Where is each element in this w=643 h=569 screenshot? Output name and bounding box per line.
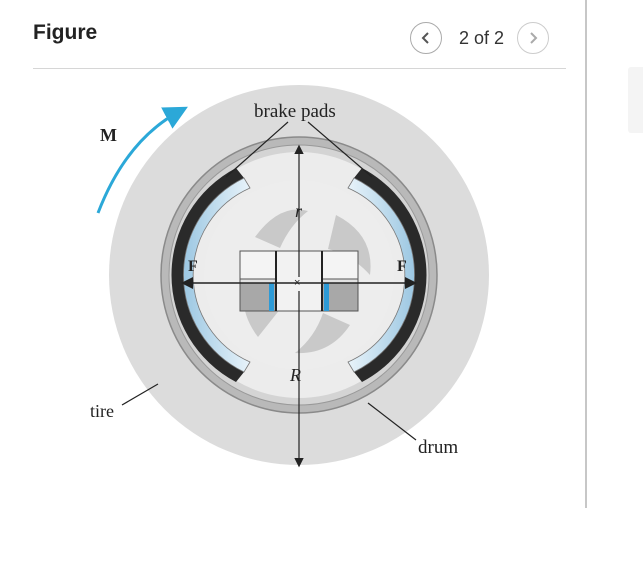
brake-pads-label: brake pads: [254, 101, 336, 122]
tire-leader: [121, 383, 159, 406]
center-mark: ×: [294, 277, 300, 289]
tire-label: tire: [90, 401, 114, 421]
brake-pads-leader-right: [307, 121, 373, 178]
brake-pads-leader-left: [225, 121, 289, 178]
previous-figure-button[interactable]: [410, 22, 442, 54]
brake-drum-diagram: F F × r R brake pads tire drum M: [90, 85, 489, 468]
force-label-left: F: [188, 258, 198, 275]
force-label-right: F: [397, 258, 407, 275]
drum-leader: [367, 402, 417, 441]
figure-title: Figure: [33, 21, 98, 44]
right-brake-shoe: [347, 168, 427, 382]
chevron-left-icon: [421, 32, 429, 44]
left-brake-shoe: [171, 168, 251, 382]
moment-arrow: [96, 106, 188, 214]
figure-pager: 2 of 2: [410, 21, 550, 55]
header-divider: [33, 68, 566, 69]
radius-R-label: R: [289, 365, 301, 385]
side-panel-box: [628, 67, 643, 133]
next-figure-button[interactable]: [517, 22, 550, 54]
chevron-right-icon: [530, 32, 538, 44]
page-indicator: 2 of 2: [459, 27, 505, 48]
drum-label: drum: [418, 437, 458, 458]
radius-r-label: r: [295, 201, 303, 221]
panel-border: [585, 0, 587, 508]
moment-label: M: [100, 125, 117, 145]
